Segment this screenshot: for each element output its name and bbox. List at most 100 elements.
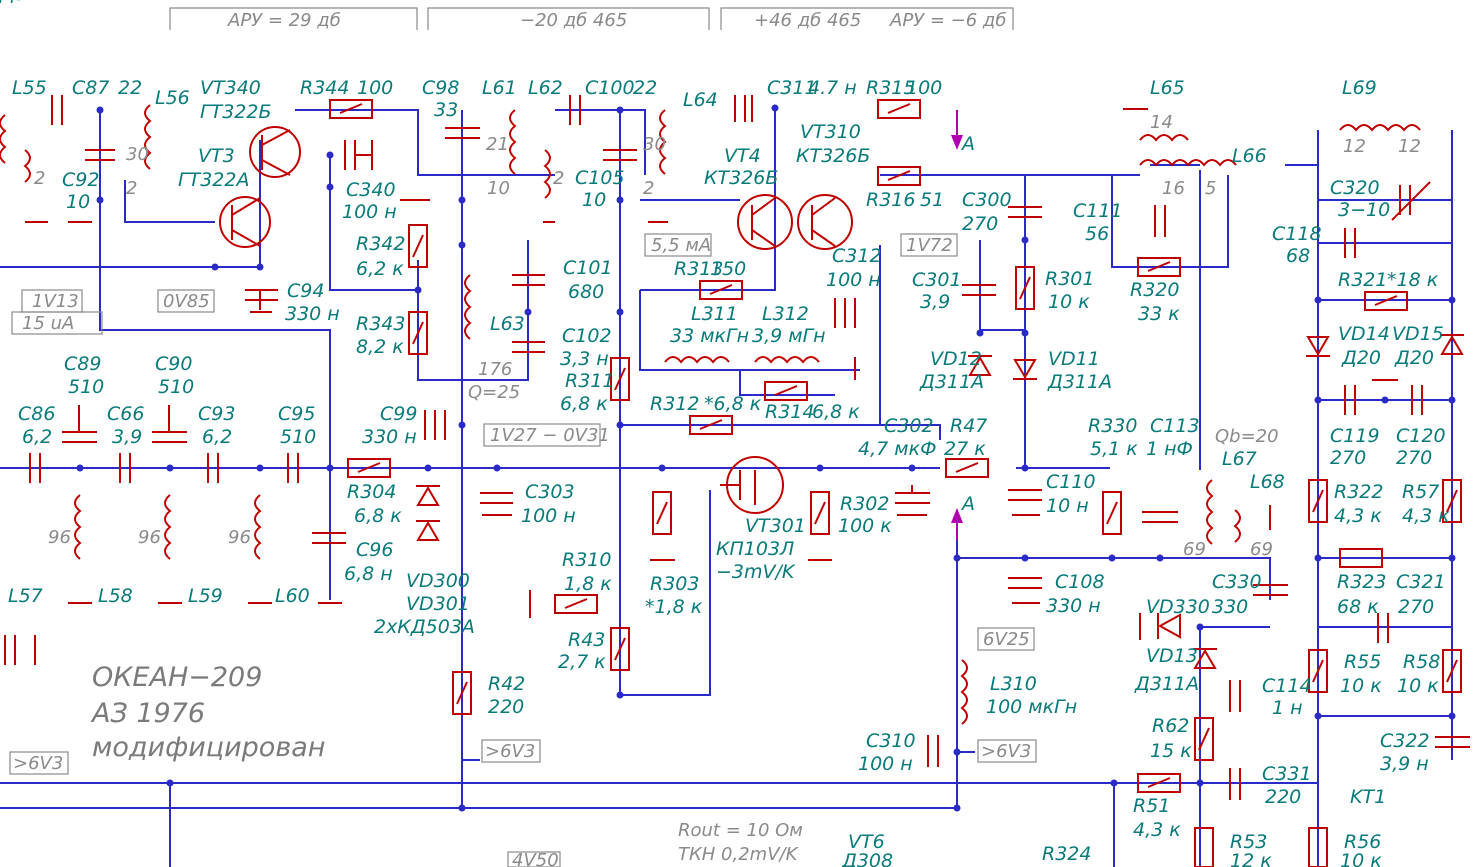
header-boxes: АРУ = 29 дб −20 дб 465 +46 дб 465 АРУ = … (169, 7, 1014, 31)
svg-text:30: 30 (643, 134, 666, 155)
title-line-3: модифицирован (92, 732, 325, 763)
ref-c118: C118 (1272, 223, 1322, 245)
value-c87: 22 (118, 77, 142, 99)
value-c105: 10 (582, 189, 606, 211)
value-c320: 3−10 (1338, 199, 1390, 221)
ref-l63: L63 (490, 313, 525, 335)
ref-r344: R344 (300, 77, 349, 99)
svg-text:69: 69 (1250, 539, 1273, 560)
ref-l62: L62 (528, 77, 563, 99)
ref-r311: R311 (565, 370, 614, 392)
value-c303: 100 н (521, 505, 576, 527)
value-c321: 270 (1398, 596, 1434, 618)
inductors (0, 104, 1421, 725)
value-vt301: КП103Л (716, 538, 794, 560)
ref-l57: L57 (8, 585, 43, 607)
ref-l56: L56 (155, 87, 190, 109)
value-c111: 56 (1085, 223, 1109, 245)
ref-r324: R324 (1042, 843, 1091, 865)
box-6v3-a: >6V3 (485, 741, 535, 762)
ref-l61: L61 (482, 77, 517, 99)
ref-r315: R315 (866, 77, 915, 99)
value-r313: 150 (710, 258, 746, 280)
value-r320: 33 к (1138, 303, 1180, 325)
value-r343: 8,2 к (356, 336, 404, 358)
value-r315: 100 (906, 77, 942, 99)
ref-c303: C303 (525, 481, 575, 503)
ref-r342: R342 (356, 233, 405, 255)
ref-r312: R312 (650, 393, 699, 415)
ref-l59: L59 (188, 585, 223, 607)
value-c311: 4.7 н (808, 77, 857, 99)
ref-c86: C86 (18, 403, 55, 425)
ref-r302: R302 (840, 493, 889, 515)
value-l310: 100 мкГн (986, 696, 1077, 718)
ref-vd301: VD301 (406, 593, 470, 615)
ref-c100: C100 (585, 77, 635, 99)
ref-r320: R320 (1130, 279, 1179, 301)
value-r301: 10 к (1048, 291, 1090, 313)
ref-vt4: VT4 (724, 145, 761, 167)
ref-r42: R42 (488, 673, 525, 695)
value-vd330: Д311А (0, 0, 64, 5)
ref-r51: R51 (1133, 795, 1170, 817)
ref-l64: L64 (683, 89, 718, 111)
value-c110: 10 н (1046, 495, 1089, 517)
ref-l311: L311 (691, 303, 738, 325)
ref-vd12: VD12 (930, 348, 982, 370)
value-r47: 27 к (944, 438, 986, 460)
value-c108: 330 н (1046, 595, 1101, 617)
value-r344: 100 (357, 77, 393, 99)
value-vt301_note: −3mV/K (716, 561, 796, 583)
box-1v13: 1V13 (32, 291, 79, 312)
header-box-2: −20 дб 465 (520, 10, 627, 31)
value-r43: 2,7 к (558, 651, 606, 673)
value-r53: 12 к (1230, 850, 1272, 867)
value-c86: 6,2 (22, 426, 52, 448)
svg-text:96: 96 (138, 527, 161, 548)
value-l312: 3,9 мГн (752, 325, 826, 347)
ref-r330: R330 (1088, 415, 1137, 437)
value-r312: *6,8 к (704, 393, 762, 415)
q25-label: Q=25 (468, 382, 520, 403)
value-c102: 3,3 н (560, 348, 609, 370)
value-r310: 1,8 к (564, 573, 612, 595)
value-c340: 100 н (342, 201, 397, 223)
value-c300: 270 (962, 213, 998, 235)
ref-c330: C330 (1212, 571, 1262, 593)
value-c95: 510 (280, 426, 316, 448)
svg-text:14: 14 (1150, 112, 1173, 133)
ref-c89: C89 (64, 353, 101, 375)
value-r330: 5,1 к (1090, 438, 1138, 460)
connector-arrows (951, 110, 963, 540)
ref-vd15: VD15 (1392, 323, 1444, 345)
title-line-2: АЗ 1976 (90, 698, 205, 729)
ref-c108: C108 (1055, 571, 1105, 593)
ref-r43: R43 (568, 629, 605, 651)
resistors (329, 99, 1462, 867)
box-1v72: 1V72 (906, 235, 953, 256)
connector-a-mid: A (960, 493, 975, 515)
ref-c101: C101 (563, 257, 613, 279)
ref-r303: R303 (650, 573, 699, 595)
winding-labels: 2 30 2 21 10 2 30 2 14 16 5 12 12 176 69… (34, 112, 1421, 560)
ref-vd300: VD300 (406, 570, 470, 592)
value-vt4: КТ326Б (704, 167, 778, 189)
ref-r62: R62 (1152, 715, 1189, 737)
svg-text:30: 30 (126, 144, 149, 165)
ref-l55: L55 (12, 77, 47, 99)
transistor-vt340 (249, 126, 301, 178)
transistor-vt4 (737, 194, 793, 250)
ref-c111: C111 (1073, 200, 1123, 222)
value-vd13: Д311А (1134, 673, 1199, 695)
ref-l312: L312 (762, 303, 809, 325)
box-5-5ma: 5,5 мА (651, 235, 711, 256)
ref-r56: R56 (1344, 831, 1381, 853)
ref-c113: C113 (1150, 415, 1200, 437)
value-c90: 510 (158, 376, 194, 398)
value-r314: 6,8 к (812, 401, 860, 423)
header-box-4: АРУ = −6 дб (889, 10, 1006, 31)
value-vt3: ГТ322А (178, 169, 249, 191)
ref-vt310: VT310 (800, 121, 861, 143)
